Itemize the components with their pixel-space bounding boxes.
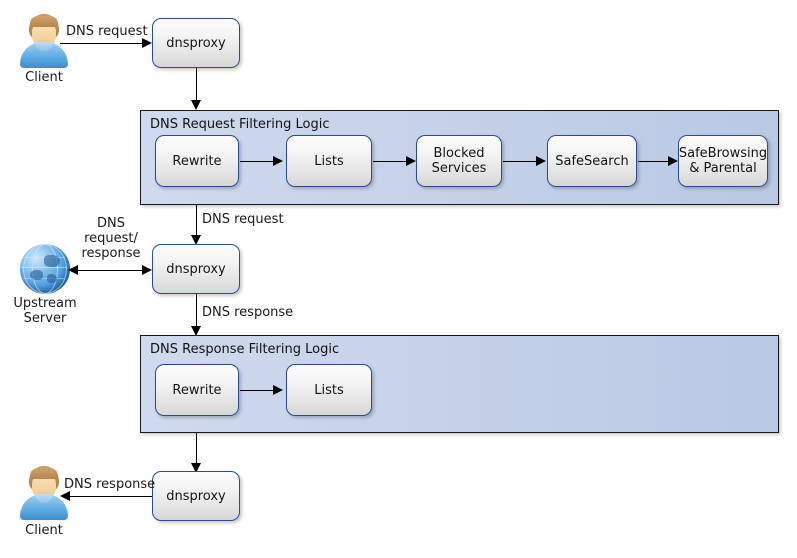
edge-rewrite-to-lists-arrowhead	[273, 156, 283, 166]
stage-lists-request[interactable]: Lists	[286, 135, 372, 187]
edge-upstream-exchange-line	[78, 270, 144, 271]
globe-equator	[21, 267, 67, 268]
person-fringe	[30, 16, 58, 27]
stage-blocked-services[interactable]: Blocked Services	[416, 135, 502, 187]
upstream-server-label: Upstream Server	[0, 296, 90, 326]
stage-rewrite-request[interactable]: Rewrite	[155, 135, 239, 187]
edge-blocked-to-safesearch-line	[503, 161, 538, 162]
edge-upstream-exchange-arrowhead-left	[68, 265, 78, 275]
edge-upstream-exchange-label: DNS request/ response	[81, 216, 141, 261]
globe-icon	[20, 244, 70, 294]
dns-response-filtering-title: DNS Response Filtering Logic	[150, 342, 340, 357]
edge-safesearch-to-safebrowsing-arrowhead	[668, 156, 678, 166]
stage-safebrowsing-parental[interactable]: SafeBrowsing & Parental	[678, 135, 768, 187]
edge-upstream-exchange-arrowhead-right	[142, 265, 152, 275]
edge-proxy-to-client-arrowhead	[60, 491, 70, 501]
client-top-label: Client	[25, 70, 63, 85]
edge-blocked-to-safesearch-arrowhead	[536, 156, 546, 166]
stage-rewrite-response[interactable]: Rewrite	[155, 364, 239, 416]
edge-client-to-proxy-arrowhead	[142, 38, 152, 48]
edge-response-filter-to-proxy-line	[196, 433, 197, 467]
edge-proxy-to-client-label: DNS response	[64, 477, 156, 492]
node-dnsproxy-top[interactable]: dnsproxy	[152, 18, 240, 68]
stage-lists-response[interactable]: Lists	[286, 364, 372, 416]
edge-lists-to-blocked-line	[373, 161, 408, 162]
globe-parallel-south	[23, 278, 65, 279]
edge-client-to-proxy-label: DNS request	[66, 24, 148, 39]
edge-response-filter-to-proxy-arrowhead	[191, 463, 201, 473]
edge-proxy-to-response-filter-arrowhead	[191, 326, 201, 336]
globe-landmass	[44, 255, 60, 267]
globe-meridian-outer	[23, 244, 67, 294]
edge-rewrite-to-lists-line	[240, 161, 275, 162]
globe-landmass	[30, 270, 43, 280]
edge-proxy-to-response-filter-line	[196, 294, 197, 329]
edge-proxy-to-request-filter-line	[196, 68, 197, 102]
edge-rewrite-to-lists-response-arrowhead	[273, 385, 283, 395]
edge-client-to-proxy-line	[60, 43, 144, 44]
edge-proxy-to-client-line	[70, 496, 152, 497]
edge-request-filter-to-proxy-label: DNS request	[202, 212, 284, 227]
person-icon	[18, 466, 70, 522]
dns-response-filtering-container: DNS Response Filtering Logic	[140, 335, 779, 433]
node-dnsproxy-mid[interactable]: dnsproxy	[152, 244, 240, 294]
stage-safesearch[interactable]: SafeSearch	[547, 135, 637, 187]
edge-rewrite-to-lists-response-line	[240, 390, 275, 391]
node-dnsproxy-bottom[interactable]: dnsproxy	[152, 471, 240, 521]
dns-request-filtering-title: DNS Request Filtering Logic	[150, 117, 330, 132]
globe-landmass	[47, 274, 57, 283]
upstream-server-label-text: Upstream Server	[13, 296, 77, 326]
edge-proxy-to-response-filter-label: DNS response	[202, 305, 294, 320]
edge-lists-to-blocked-arrowhead	[406, 156, 416, 166]
person-collar	[35, 494, 53, 503]
person-icon	[18, 14, 70, 70]
person-fringe	[30, 468, 58, 479]
edge-proxy-to-request-filter-arrowhead	[191, 100, 201, 110]
person-collar	[35, 42, 53, 51]
edge-safesearch-to-safebrowsing-line	[638, 161, 670, 162]
edge-request-filter-to-proxy-line	[196, 205, 197, 239]
edge-request-filter-to-proxy-arrowhead	[191, 235, 201, 245]
client-bottom-label: Client	[25, 523, 63, 538]
